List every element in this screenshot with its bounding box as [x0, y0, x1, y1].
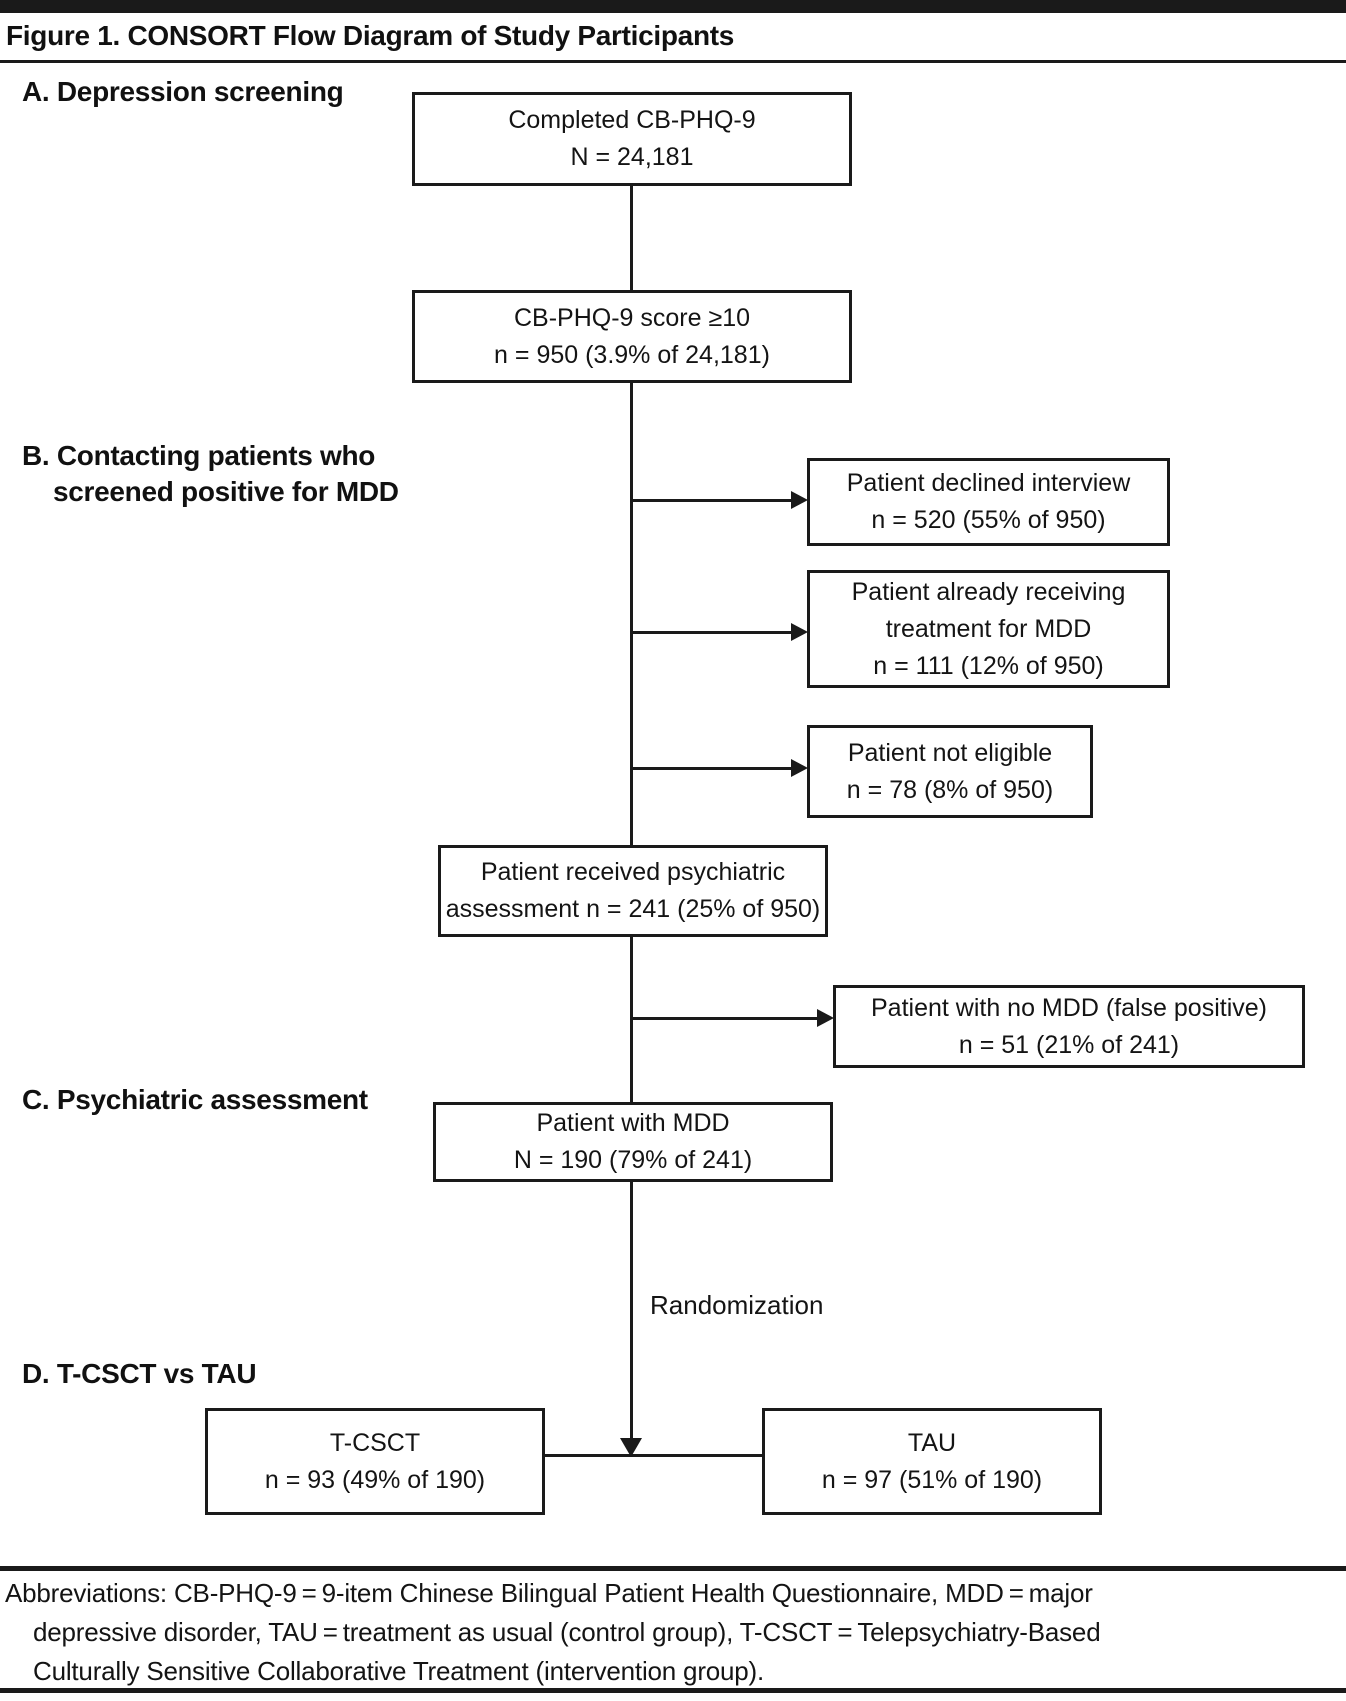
branch-line-false-positive: [631, 1017, 819, 1020]
box-line: n = 97 (51% of 190): [821, 1465, 1043, 1494]
box-line: Patient with no MDD (false positive): [871, 993, 1267, 1022]
box-line: Patient not eligible: [847, 738, 1053, 767]
abbreviations-line3: Culturally Sensitive Collaborative Treat…: [33, 1656, 765, 1686]
section-b-heading-line2: screened positive for MDD: [53, 476, 399, 507]
arrowhead-false-positive: [817, 1009, 834, 1027]
box-line: n = 950 (3.9% of 24,181): [494, 340, 770, 369]
connector-arms: [545, 1454, 762, 1457]
section-b-heading-line1: B. Contacting patients who: [22, 440, 376, 471]
box-already-receiving: Patient already receiving treatment for …: [807, 570, 1170, 688]
box-line: CB-PHQ-9 score ≥10: [513, 303, 750, 332]
arrowhead-not-eligible: [791, 759, 808, 777]
box-line: Patient with MDD: [536, 1109, 730, 1137]
connector-randomization: [630, 1182, 633, 1442]
box-line: n = 520 (55% of 950): [871, 506, 1106, 534]
box-line: TAU: [907, 1428, 957, 1457]
box-line: Patient received psychiatric: [480, 858, 786, 886]
box-line: n = 93 (49% of 190): [264, 1465, 486, 1494]
branch-line-not-eligible: [631, 767, 793, 770]
section-c-heading: C. Psychiatric assessment: [22, 1084, 368, 1115]
abbreviations-line2: depressive disorder, TAU = treatment as …: [33, 1617, 1101, 1647]
box-line: T-CSCT: [329, 1428, 421, 1457]
connector-contacting: [630, 383, 633, 845]
section-a-heading: A. Depression screening: [22, 76, 344, 107]
branch-line-declined: [631, 499, 793, 502]
box-not-eligible: Patient not eligible n = 78 (8% of 950): [807, 725, 1093, 818]
figure-title: Figure 1. CONSORT Flow Diagram of Study …: [6, 20, 735, 51]
branch-line-receiving: [631, 631, 793, 634]
box-completed-cbphq9: Completed CB-PHQ-9 N = 24,181: [412, 92, 852, 186]
box-line: N = 190 (79% of 241): [513, 1146, 753, 1174]
box-received-assessment: Patient received psychiatric assessment …: [438, 845, 828, 937]
arrowhead-receiving: [791, 623, 808, 641]
connector-screening: [630, 186, 633, 290]
box-line: Patient already receiving: [851, 577, 1126, 606]
arrowhead-randomization: [620, 1438, 642, 1457]
box-line: Completed CB-PHQ-9: [508, 106, 756, 134]
top-rule: [0, 0, 1346, 13]
footer-bottom-rule: [0, 1688, 1346, 1693]
box-score-positive: CB-PHQ-9 score ≥10 n = 950 (3.9% of 24,1…: [412, 290, 852, 383]
title-rule: [0, 60, 1346, 63]
footer-top-rule: [0, 1566, 1346, 1571]
randomization-label: Randomization: [650, 1290, 824, 1320]
box-line: n = 78 (8% of 950): [846, 775, 1054, 804]
box-line: Patient declined interview: [846, 469, 1131, 497]
box-tcsct-arm: T-CSCT n = 93 (49% of 190): [205, 1408, 545, 1515]
box-line: assessment n = 241 (25% of 950): [445, 895, 821, 923]
arrowhead-declined: [791, 491, 808, 509]
box-tau-arm: TAU n = 97 (51% of 190): [762, 1408, 1102, 1515]
box-line: n = 111 (12% of 950): [873, 651, 1104, 680]
box-declined-interview: Patient declined interview n = 520 (55% …: [807, 458, 1170, 546]
section-d-heading: D. T-CSCT vs TAU: [22, 1358, 257, 1389]
box-patient-with-mdd: Patient with MDD N = 190 (79% of 241): [433, 1102, 833, 1182]
box-line: treatment for MDD: [885, 614, 1092, 643]
box-line: n = 51 (21% of 241): [958, 1030, 1180, 1059]
box-line: N = 24,181: [570, 143, 694, 171]
box-false-positive: Patient with no MDD (false positive) n =…: [833, 985, 1305, 1068]
abbreviations-line1: Abbreviations: CB-PHQ-9 = 9-item Chinese…: [5, 1578, 1093, 1608]
